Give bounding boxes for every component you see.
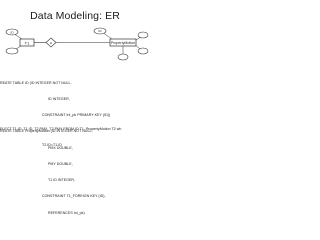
- sql-select-line: T2.ID=T1.ID: [42, 143, 62, 148]
- sql-select-line: ELECT T1.ID, T1.ID, T2.PMX, T2.PMY FROM …: [0, 126, 122, 131]
- entity-right-attribute-oval-4: [117, 53, 129, 61]
- relationship-label: H: [50, 41, 52, 45]
- entity-left-label: T1: [25, 40, 30, 45]
- entity-left-attribute-link-2: [15, 45, 22, 50]
- entity-left-attribute-oval: [5, 28, 19, 36]
- sql-create-line: ID INTEGER,: [48, 97, 70, 102]
- entity-right-attribute-link: [103, 33, 113, 40]
- slide: Data Modeling: ER T1 ID H PropertyMotion…: [0, 0, 150, 215]
- er-diagram: T1 ID H PropertyMotion ID: [5, 27, 149, 61]
- entity-left-attribute-link: [14, 34, 23, 40]
- entity-left-attribute-oval-2: [5, 47, 19, 55]
- entity-right-attribute-link-2: [135, 37, 141, 41]
- entity-right-attribute-oval: [93, 27, 107, 35]
- sql-select-block: ELECT T1.ID, T1.ID, T2.PMX, T2.PMY FROM …: [0, 116, 121, 160]
- sql-create-line: REATE TABLE ID (ID INTEGER NOT NULL,: [0, 80, 72, 85]
- entity-right-attribute-link-3: [135, 45, 141, 50]
- sql-create-line: PMX DOUBLE,: [48, 145, 73, 150]
- sql-create-block: REATE TABLE ID (ID INTEGER NOT NULL, ID …: [0, 70, 110, 227]
- sql-create-line: CONSTRAINT T1_FOREIGN KEY (ID),: [42, 194, 106, 199]
- slide-title: Data Modeling: ER: [30, 10, 120, 22]
- entity-right-label: PropertyMotion: [111, 41, 135, 45]
- entity-right-attribute-oval-2: [137, 31, 149, 39]
- entity-left-attribute: ID: [11, 30, 15, 34]
- relationship-diamond: [45, 37, 57, 48]
- sql-create-line: CONSTRAINT tnl_pk PRIMARY KEY (ID)): [42, 113, 111, 118]
- sql-create-line: T1 ID INTEGER,: [48, 178, 76, 183]
- sql-create-line: REATE TABLE PropertyMotion (ID INTEGER N…: [0, 129, 93, 134]
- entity-right-attribute: ID: [99, 29, 103, 33]
- entity-right-attribute-oval-3: [137, 47, 149, 55]
- sql-create-line: REFERENCES tnl_pk): [48, 210, 85, 215]
- sql-create-line: PMY DOUBLE,: [48, 161, 73, 166]
